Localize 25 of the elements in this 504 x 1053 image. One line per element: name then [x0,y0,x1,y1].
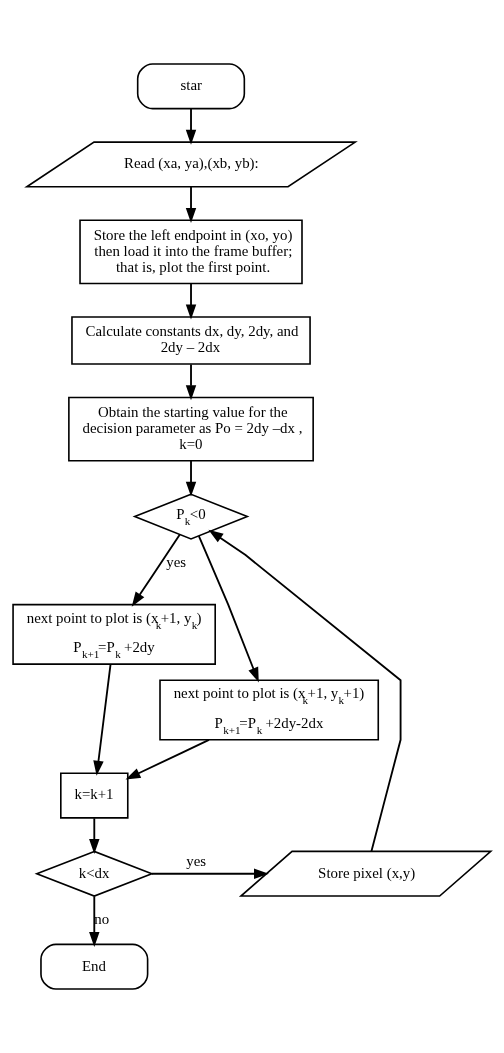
arrow [197,535,259,683]
edge-label: yes [166,553,187,570]
edge-label: yes [186,852,207,869]
node-box: Store the left endpoint in (xo, yo) then load it into the frame buffer; that is, plot the first point. [79,219,303,285]
arrow [185,460,197,497]
arrow [185,108,197,145]
node-diamond: P$_{k}$<0 [132,493,250,540]
node-box: Calculate constants dx, dy, 2dy, and 2dy – 2dx [71,316,311,365]
arrow [185,186,197,223]
arrow [131,533,181,607]
edge-label: no [94,911,110,928]
arrow [208,529,402,853]
node-box: End [40,943,149,990]
arrow [93,663,112,776]
node-box: star [136,63,246,110]
node-box: Obtain the starting value for the decision parameter as Po = 2dy –dx , k=0 [68,396,314,462]
arrow [89,895,100,947]
node-box: k=k+1 [60,772,129,819]
node-box: next point to plot is (x$_{k}$+1, y$_{k}$) P$_{k+1}$=P$_{k}$ +2dy [12,603,216,665]
arrow [89,817,100,855]
arrow [125,738,210,780]
arrow [185,363,197,401]
node-diamond: k<dx [34,850,155,897]
arrow [185,282,197,320]
arrow [150,868,269,879]
